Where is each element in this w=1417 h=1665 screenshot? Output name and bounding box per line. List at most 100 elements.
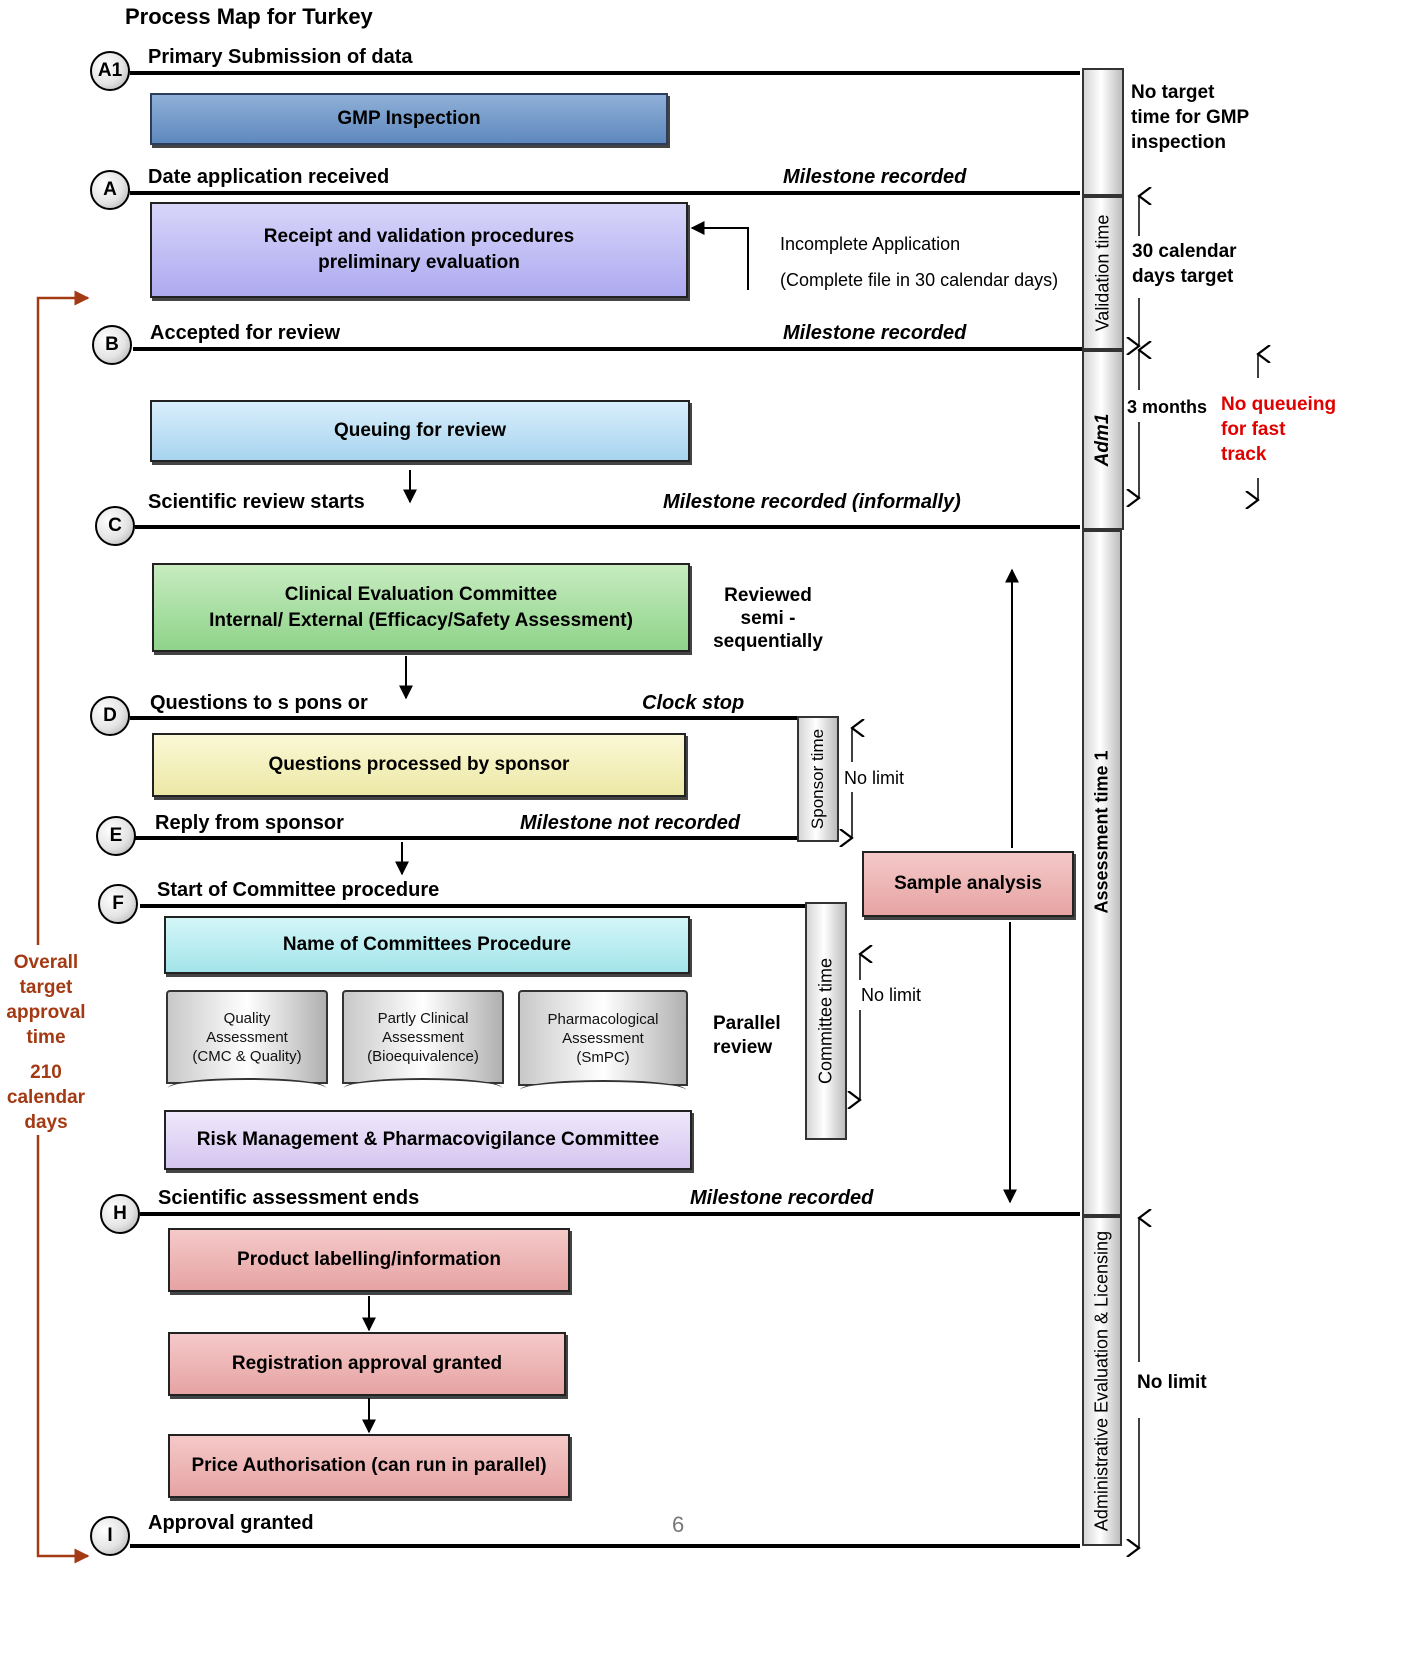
thirty-line-1: 30 calendar bbox=[1132, 241, 1237, 262]
labelling-label: Product labelling/information bbox=[237, 1249, 501, 1270]
reviewed-semi-sequentially-note: Reviewed semi - sequentially bbox=[708, 584, 828, 653]
assessment-time-bar: Assessment time 1 bbox=[1082, 530, 1122, 1216]
milestone-label-H: Scientific assessment ends bbox=[158, 1187, 420, 1209]
pharma-doc-line-2: Assessment bbox=[562, 1029, 644, 1047]
receipt-validation-box: Receipt and validation procedures prelim… bbox=[150, 202, 688, 298]
parallel-line-2: review bbox=[713, 1037, 773, 1058]
line-B bbox=[133, 347, 1083, 351]
no-queue-line-3: track bbox=[1221, 444, 1267, 465]
overall-line-7: days bbox=[24, 1112, 68, 1133]
price-authorisation-box: Price Authorisation (can run in parallel… bbox=[168, 1434, 570, 1498]
risk-management-box: Risk Management & Pharmacovigilance Comm… bbox=[164, 1110, 692, 1170]
line-A bbox=[130, 191, 1080, 195]
gmp-inspection-box: GMP Inspection bbox=[150, 93, 668, 145]
overall-line-5: 210 bbox=[30, 1062, 62, 1083]
questions-processed-box: Questions processed by sponsor bbox=[152, 733, 686, 797]
milestone-note-E: Milestone not recorded bbox=[520, 812, 741, 834]
milestone-note-B: Milestone recorded bbox=[783, 322, 967, 344]
clinical-doc-line-2: Assessment bbox=[382, 1028, 464, 1046]
clinical-doc-line-1: Partly Clinical bbox=[377, 1009, 469, 1027]
line-A1 bbox=[130, 71, 1080, 75]
overall-line-6: calendar bbox=[6, 1087, 86, 1108]
price-authorisation-label: Price Authorisation (can run in parallel… bbox=[191, 1455, 547, 1476]
milestone-label-C: Scientific review starts bbox=[148, 491, 365, 513]
admin-no-limit-note: No limit bbox=[1137, 1372, 1207, 1393]
milestone-note-H: Milestone recorded bbox=[690, 1187, 874, 1209]
line-H bbox=[140, 1212, 1080, 1216]
questions-processed-label: Questions processed by sponsor bbox=[268, 754, 570, 775]
admin-evaluation-bar: Administrative Evaluation & Licensing bbox=[1082, 1216, 1122, 1546]
quality-doc-line-2: Assessment bbox=[206, 1028, 288, 1046]
sample-analysis-box: Sample analysis bbox=[862, 851, 1074, 917]
milestone-label-B: Accepted for review bbox=[150, 322, 341, 344]
milestone-label-F: Start of Committee procedure bbox=[157, 879, 440, 901]
queuing-label: Queuing for review bbox=[333, 420, 507, 441]
milestone-label-D: Questions to s pons or bbox=[150, 692, 368, 714]
line-D bbox=[130, 716, 797, 720]
no-target-line-3: inspection bbox=[1131, 132, 1227, 153]
clinical-committee-label-1: Clinical Evaluation Committee bbox=[284, 583, 558, 605]
no-target-line-2: time for GMP bbox=[1131, 107, 1250, 128]
queuing-box: Queuing for review bbox=[150, 400, 690, 462]
clinical-doc-line-3: (Bioequivalence) bbox=[367, 1047, 479, 1065]
thirty-days-target-note: 30 calendar days target bbox=[1132, 239, 1237, 289]
reviewed-line-3: sequentially bbox=[713, 631, 823, 652]
overall-line-2: target bbox=[19, 977, 73, 998]
labelling-box: Product labelling/information bbox=[168, 1228, 570, 1292]
page-number: 6 bbox=[672, 1512, 685, 1537]
clinical-assessment-doc: Partly Clinical Assessment (Bioequivalen… bbox=[342, 990, 504, 1098]
overall-line-3: approval bbox=[6, 1002, 86, 1023]
three-months-note: 3 months bbox=[1127, 397, 1208, 417]
milestone-circle-E: E bbox=[96, 816, 136, 856]
milestone-note-C: Milestone recorded (informally) bbox=[663, 491, 961, 513]
line-I bbox=[130, 1544, 1080, 1548]
complete-file-note: (Complete file in 30 calendar days) bbox=[780, 270, 1059, 290]
no-queue-line-1: No queueing bbox=[1221, 394, 1337, 415]
validation-time-bar bbox=[1082, 68, 1124, 196]
validation-time-segment: Validation time bbox=[1082, 196, 1124, 350]
milestone-circle-H: H bbox=[100, 1194, 140, 1234]
milestone-note-D: Clock stop bbox=[642, 692, 745, 714]
milestone-circle-F: F bbox=[98, 884, 138, 924]
receipt-validation-label-1: Receipt and validation procedures bbox=[263, 226, 575, 247]
committee-time-bar: Committee time bbox=[805, 902, 847, 1140]
quality-doc-line-3: (CMC & Quality) bbox=[192, 1047, 302, 1065]
milestone-circle-D: D bbox=[90, 696, 130, 736]
pharma-doc-line-1: Pharmacological bbox=[547, 1010, 659, 1028]
line-C bbox=[135, 525, 1080, 529]
parallel-line-1: Parallel bbox=[713, 1013, 781, 1034]
no-target-line-1: No target bbox=[1131, 82, 1215, 103]
no-queue-line-2: for fast bbox=[1221, 419, 1286, 440]
sponsor-no-limit-note: No limit bbox=[844, 768, 905, 788]
milestone-note-A: Milestone recorded bbox=[783, 166, 967, 188]
committee-no-limit-note: No limit bbox=[861, 985, 922, 1005]
milestone-circle-C: C bbox=[95, 506, 135, 546]
registration-label: Registration approval granted bbox=[231, 1353, 503, 1374]
reviewed-line-2: semi - bbox=[740, 608, 796, 629]
milestone-circle-I: I bbox=[90, 1516, 130, 1556]
committees-procedure-label: Name of Committees Procedure bbox=[282, 934, 572, 955]
page-title: Process Map for Turkey bbox=[125, 4, 373, 29]
pharmacological-assessment-doc: Pharmacological Assessment (SmPC) bbox=[518, 990, 688, 1100]
milestone-circle-A1: A1 bbox=[90, 51, 130, 91]
gmp-inspection-label: GMP Inspection bbox=[337, 108, 481, 129]
no-target-gmp-note: No target time for GMP inspection bbox=[1131, 80, 1249, 155]
sample-analysis-label: Sample analysis bbox=[894, 873, 1042, 894]
incomplete-application-note: Incomplete Application bbox=[780, 234, 961, 254]
parallel-review-note: Parallel review bbox=[713, 1012, 781, 1060]
line-E bbox=[135, 836, 797, 840]
milestone-label-I: Approval granted bbox=[148, 1512, 314, 1534]
overall-target-note: Overall target approval time 210 calenda… bbox=[4, 950, 88, 1135]
clinical-committee-box: Clinical Evaluation Committee Internal/ … bbox=[152, 563, 690, 652]
clinical-committee-label-2: Internal/ External (Efficacy/Safety Asse… bbox=[209, 609, 633, 631]
milestone-label-A: Date application received bbox=[148, 166, 390, 188]
receipt-validation-label-2: preliminary evaluation bbox=[318, 252, 520, 273]
quality-doc-line-1: Quality bbox=[223, 1009, 271, 1027]
registration-box: Registration approval granted bbox=[168, 1332, 566, 1396]
line-F bbox=[140, 904, 805, 908]
milestone-label-A1: Primary Submission of data bbox=[148, 46, 413, 68]
pharma-doc-line-3: (SmPC) bbox=[576, 1048, 630, 1066]
quality-assessment-doc: Quality Assessment (CMC & Quality) bbox=[166, 990, 328, 1098]
committees-procedure-box: Name of Committees Procedure bbox=[164, 916, 690, 974]
